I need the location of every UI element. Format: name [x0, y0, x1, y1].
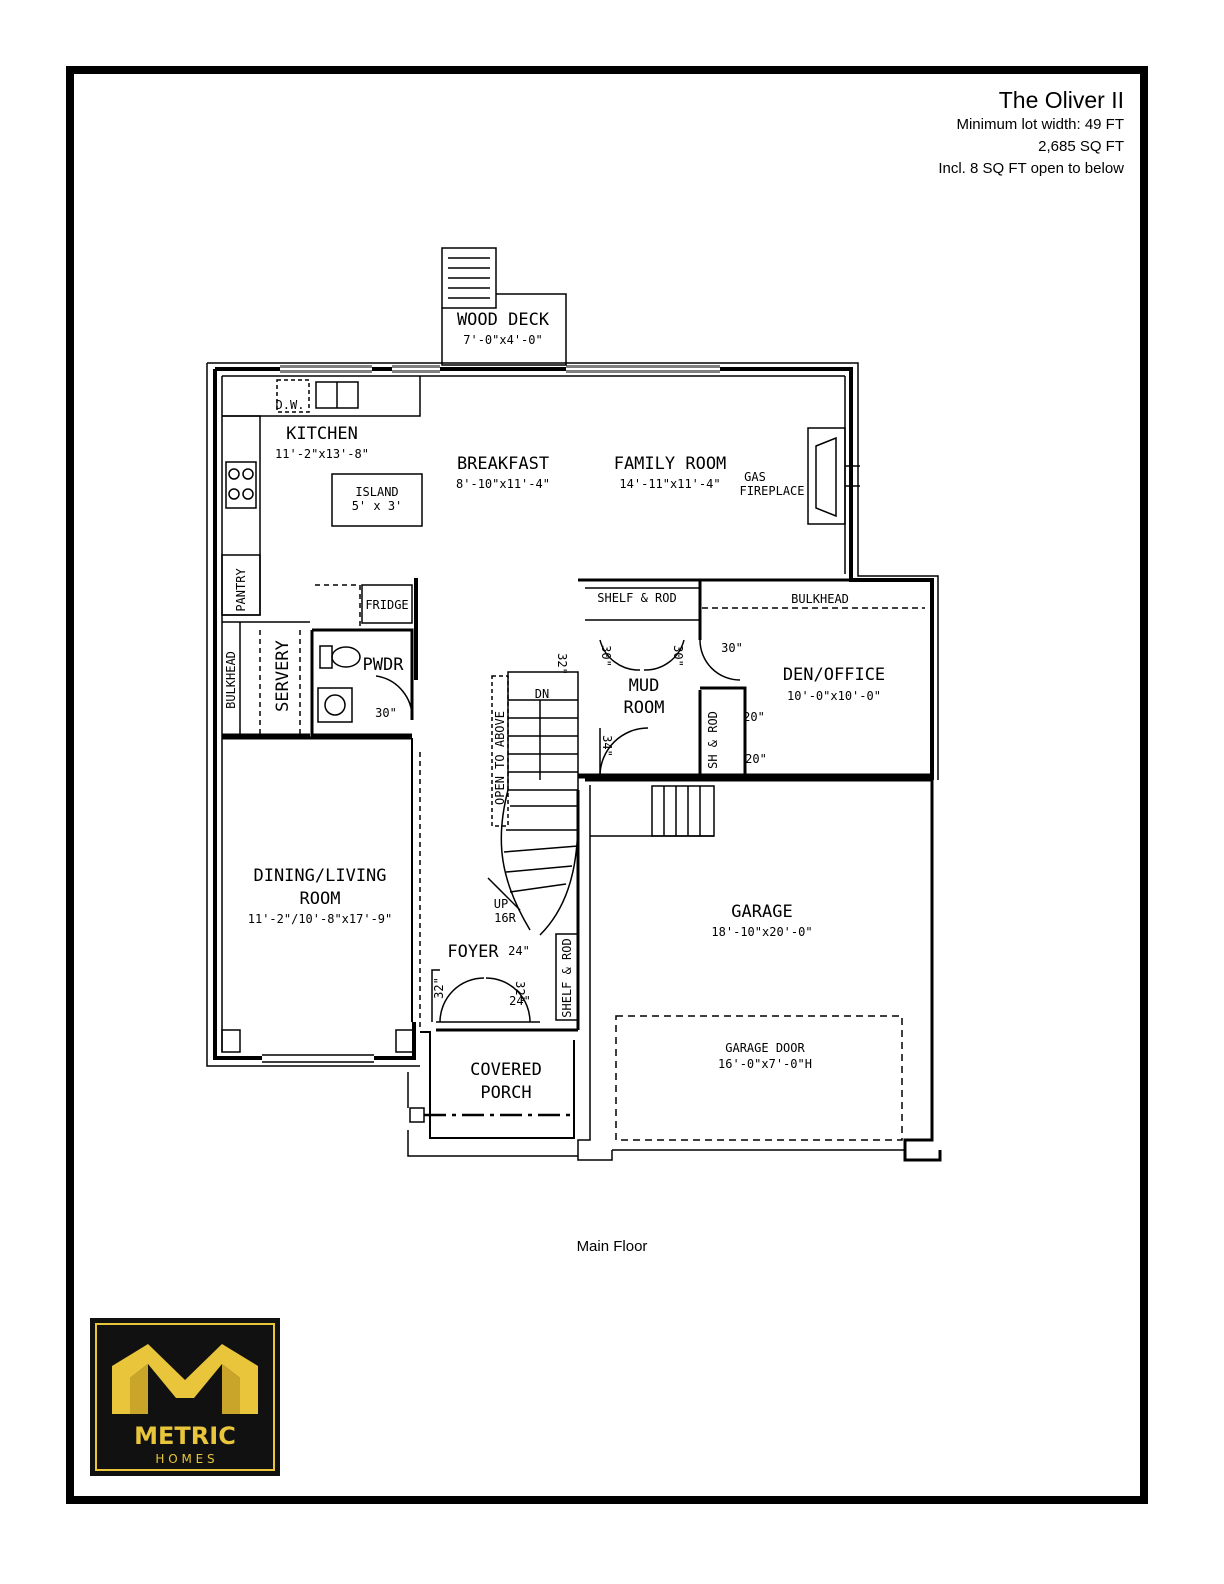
room-garage-name: GARAGE [731, 902, 792, 922]
kitchen-counter-top [222, 376, 421, 417]
room-family-name: FAMILY ROOM [614, 454, 727, 474]
label-pantry: PANTRY [234, 568, 248, 612]
pantry [221, 554, 261, 616]
powder-sink [317, 687, 353, 723]
dishwasher [276, 379, 310, 413]
label-shelf-rod-foyer: SHELF & ROD [560, 938, 574, 1017]
room-servery-name: SERVERY [273, 640, 293, 712]
room-garage-dim: 18'-10"x20'-0" [711, 925, 812, 939]
plan-title: The Oliver II [998, 87, 1124, 113]
label-fireplace: FIREPLACE [739, 484, 804, 498]
room-dining-dim: 11'-2"/10'-8"x17'-9" [248, 912, 393, 926]
room-family-dim: 14'-11"x11'-4" [619, 477, 720, 491]
door-mud-a: 30" [599, 645, 613, 667]
garage-door-swing [599, 727, 649, 777]
room-breakfast-dim: 8'-10"x11'-4" [456, 477, 550, 491]
door-front-left: 32" [432, 977, 446, 999]
label-island-dim: 5' x 3' [352, 499, 403, 513]
room-foyer-name: FOYER [447, 942, 499, 962]
plan-caption: Main Floor [576, 1238, 648, 1255]
label-gas: GAS [744, 470, 766, 484]
page-frame [66, 66, 1148, 1504]
logo-line-1: METRIC [134, 1422, 236, 1450]
toilet-bowl [331, 646, 361, 668]
room-pwdr-name: PWDR [363, 655, 405, 675]
spec-square-feet: 2,685 SQ FT [1038, 138, 1124, 155]
curved-stair [500, 789, 531, 931]
door-stair: 32" [555, 653, 569, 675]
powder-room-walls [312, 628, 414, 720]
spec-lot-width: Minimum lot width: 49 FT [956, 116, 1124, 133]
title-block: The Oliver II Minimum lot width: 49 FT 2… [938, 86, 1124, 180]
label-bulkhead-left: BULKHEAD [224, 651, 238, 709]
room-den-dim: 10'-0"x10'-0" [787, 689, 881, 703]
label-stair-dn: DN [535, 687, 549, 701]
label-island: ISLAND [355, 485, 398, 499]
room-porch-name-2: PORCH [480, 1083, 531, 1103]
door-mud-b: 30" [671, 645, 685, 667]
garage-steps [651, 785, 715, 837]
door-den: 30" [721, 641, 743, 655]
garage-walls [585, 778, 942, 1162]
door-pwdr: 30" [375, 706, 397, 720]
garage-door-outline [615, 1015, 903, 1141]
label-stair-up: UP [494, 897, 508, 911]
room-mud-name-2: ROOM [624, 698, 665, 718]
door-den-closet-b: 20" [745, 752, 767, 766]
room-dining-name-1: DINING/LIVING [253, 866, 386, 886]
label-sh-rod-den: SH & ROD [706, 711, 720, 769]
label-shelf-rod-mud: SHELF & ROD [597, 591, 676, 605]
door-foyer-a: 24" [508, 944, 530, 958]
cooktop [225, 461, 257, 509]
room-kitchen-name: KITCHEN [286, 424, 358, 444]
room-dining-name-2: ROOM [300, 889, 341, 909]
room-wood-deck-name: WOOD DECK [457, 310, 550, 330]
metric-homes-logo: METRIC H O M E S [90, 1318, 280, 1476]
room-wood-deck-dim: 7'-0"x4'-0" [463, 333, 542, 347]
room-den-name: DEN/OFFICE [783, 665, 885, 685]
door-garage: 34" [600, 735, 614, 757]
gas-fireplace [807, 427, 846, 525]
room-kitchen-dim: 11'-2"x13'-8" [275, 447, 369, 461]
door-den-closet-a: 20" [743, 710, 765, 724]
label-garage-door: GARAGE DOOR [725, 1041, 805, 1055]
covered-porch [420, 1031, 575, 1139]
label-bulkhead-den: BULKHEAD [791, 592, 849, 606]
toilet-tank [319, 645, 333, 669]
label-stair-risers: 16R [494, 911, 516, 925]
fridge [361, 584, 413, 624]
door-front-right: 32" [513, 981, 527, 1003]
logo-line-2: H O M E S [155, 1452, 214, 1466]
room-breakfast-name: BREAKFAST [457, 454, 549, 474]
deck-steps [441, 247, 497, 309]
room-porch-name-1: COVERED [470, 1060, 542, 1080]
spec-open-below: Incl. 8 SQ FT open to below [938, 160, 1124, 177]
label-fridge: FRIDGE [365, 598, 408, 612]
wood-deck-outline [441, 293, 567, 366]
label-garage-door-dim: 16'-0"x7'-0"H [718, 1057, 812, 1071]
label-open-to-above: OPEN TO ABOVE [493, 711, 507, 805]
door-foyer-b: 24" [509, 994, 531, 1008]
room-mud-name-1: MUD [629, 676, 660, 696]
kitchen-island [331, 473, 423, 527]
label-dw: D.W. [276, 398, 305, 412]
